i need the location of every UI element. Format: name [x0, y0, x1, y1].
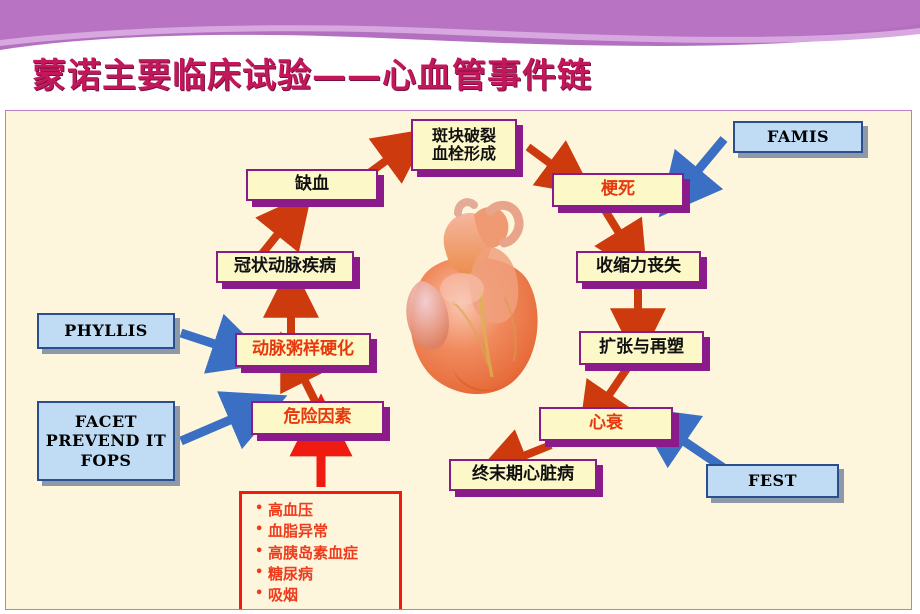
trial-box-famis[interactable]: FAMIS: [733, 121, 863, 153]
risk-factor-item: 高胰岛素血症: [255, 543, 399, 564]
node-ischemia[interactable]: 缺血: [246, 169, 378, 201]
trial-box-phyllis[interactable]: PHYLLIS: [37, 313, 175, 349]
node-atherosclerosis-label: 动脉粥样硬化: [252, 339, 354, 360]
node-ischemia-label: 缺血: [295, 174, 329, 195]
diagram-panel: 斑块破裂 血栓形成 缺血 梗死 冠状动脉疾病 收缩力丧失 动脉粥样硬化 扩张与再…: [5, 110, 912, 610]
trial-box-facet[interactable]: FACET PREVEND IT FOPS: [37, 401, 175, 481]
node-plaque-rupture-line1: 斑块破裂: [431, 126, 496, 146]
risk-factor-list: 高血压 血脂异常 高胰岛素血症 糖尿病 吸烟: [252, 500, 399, 606]
node-risk-factors-label: 危险因素: [283, 407, 352, 428]
node-risk-factors[interactable]: 危险因素: [251, 401, 384, 435]
trial-box-fest-label: FEST: [747, 471, 797, 491]
node-dilation-remodeling-label: 扩张与再塑: [599, 337, 684, 358]
node-coronary-artery-disease[interactable]: 冠状动脉疾病: [216, 251, 354, 283]
trial-box-facet-line3: FOPS: [80, 450, 132, 470]
node-coronary-artery-disease-label: 冠状动脉疾病: [234, 256, 336, 277]
trial-box-facet-line1: FACET: [74, 411, 138, 431]
node-end-stage-heart-disease-label: 终末期心脏病: [472, 464, 574, 485]
risk-factor-list-box: 高血压 血脂异常 高胰岛素血症 糖尿病 吸烟: [239, 491, 402, 609]
trial-box-facet-line2: PREVEND IT: [45, 431, 167, 451]
node-loss-of-contractility[interactable]: 收缩力丧失: [576, 251, 701, 283]
page-title: 蒙诺主要临床试验——心血管事件链: [32, 56, 592, 96]
trial-box-famis-label: FAMIS: [766, 127, 830, 147]
node-infarction-label: 梗死: [601, 179, 635, 200]
node-plaque-rupture[interactable]: 斑块破裂 血栓形成: [411, 119, 517, 171]
trial-box-fest[interactable]: FEST: [706, 464, 839, 498]
decorative-banner: [0, 0, 920, 58]
risk-factor-item: 吸烟: [255, 585, 399, 606]
risk-factor-item: 糖尿病: [255, 564, 399, 585]
risk-factor-item: 血脂异常: [255, 521, 399, 542]
node-loss-of-contractility-label: 收缩力丧失: [596, 256, 681, 277]
node-atherosclerosis[interactable]: 动脉粥样硬化: [235, 333, 371, 367]
node-plaque-rupture-line2: 血栓形成: [431, 144, 496, 163]
trial-box-phyllis-label: PHYLLIS: [64, 321, 148, 341]
node-heart-failure-label: 心衰: [589, 413, 623, 434]
node-end-stage-heart-disease[interactable]: 终末期心脏病: [449, 459, 597, 491]
node-dilation-remodeling[interactable]: 扩张与再塑: [579, 331, 704, 365]
heart-illustration-icon: [394, 197, 554, 407]
node-heart-failure[interactable]: 心衰: [539, 407, 673, 441]
node-infarction[interactable]: 梗死: [552, 173, 684, 207]
risk-factor-item: 高血压: [255, 500, 399, 521]
